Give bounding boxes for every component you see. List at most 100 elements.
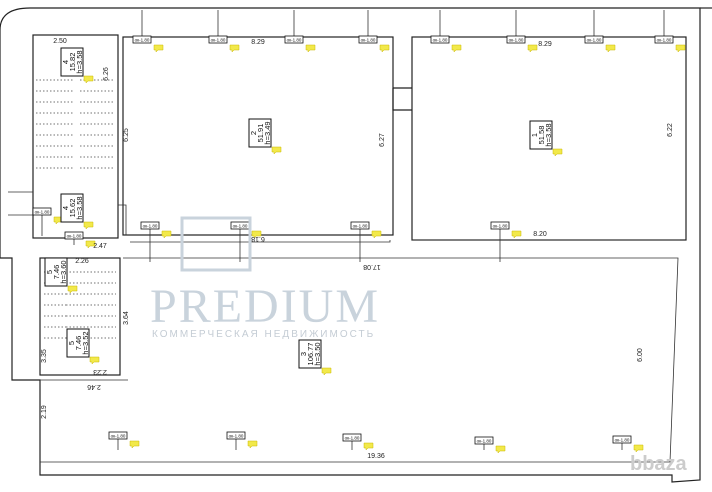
window-marker: ок-1.80 [342,433,374,451]
note-icon[interactable] [495,445,506,454]
window-tag: ок-1.80 [657,38,672,43]
note-icon[interactable] [83,221,94,230]
room-area: 15.62 [68,199,77,218]
window-tag: ок-1.80 [509,38,524,43]
note-icon[interactable] [83,75,94,84]
note-icon[interactable] [251,230,262,239]
room-area: 7.46 [52,265,61,280]
note-icon[interactable] [633,444,644,453]
room-label: 57.46h=3.52 [66,328,100,365]
watermark-brand: PREDIUM [150,280,380,333]
dimension-label: 8.29 [538,41,552,48]
building-outline [0,7,712,483]
note-icon[interactable] [451,44,462,53]
window-tag: ок-1.80 [615,438,630,443]
dimension-label: 6.22 [667,123,674,137]
corridor-walls [40,87,680,463]
note-icon[interactable] [363,442,374,451]
dimension-label: 6.27 [379,133,386,147]
window-marker: ок-1.80 [584,10,616,53]
room-num: 4 [61,60,70,64]
watermark: PREDIUM КОММЕРЧЕСКАЯ НЕДВИЖИМОСТЬ bbaza [150,216,688,475]
window-marker: ок-1.80 [140,221,172,262]
window-marker: ок-1.80 [358,10,390,53]
stairs [36,79,116,339]
note-icon[interactable] [305,44,316,53]
room-num: 5 [45,270,54,274]
room-label: 415.62h=3.58 [60,193,94,230]
note-icon[interactable] [371,230,382,239]
room-label: 251.91h=3.49 [248,118,282,155]
window-tag: ок-1.80 [67,234,82,239]
note-icon[interactable] [67,285,78,294]
dimension-label: 3.64 [123,311,130,325]
note-icon[interactable] [161,230,172,239]
dimension-label: 6.18 [251,235,265,242]
room-area: 15.82 [68,53,77,72]
dimension-label: 2.47 [93,243,107,250]
room-num: 3 [299,352,308,356]
window-tag: ок-1.80 [493,224,508,229]
note-icon[interactable] [511,230,522,239]
window-marker: ок-1.80 [654,10,686,53]
room-label: 415.82h=3.58 [60,47,94,84]
window-tag: ок-1.80 [233,224,248,229]
note-icon[interactable] [321,367,332,376]
room-5-walls [39,257,128,381]
window-marker: ок-1.80 [32,207,64,236]
dimension-label: 2.26 [75,258,89,265]
window-tag: ок-1.80 [287,38,302,43]
dimension-label: 2.23 [93,368,107,375]
room-area: 51.91 [256,124,265,143]
dimension-label: 2.19 [41,405,48,419]
window-marker: ок-1.80 [430,10,462,53]
window-tag: ок-1.80 [587,38,602,43]
room-height: h=3.58 [544,123,553,146]
room-height: h=3.58 [75,50,84,73]
window-tag: ок-1.80 [433,38,448,43]
dimension-label: 8.20 [533,231,547,238]
window-tag: ок-1.80 [211,38,226,43]
dimension-label: 17.08 [363,263,381,270]
note-icon[interactable] [247,440,258,449]
note-icon[interactable] [89,356,100,365]
dimension-label: 19.36 [367,453,385,460]
note-icon[interactable] [271,146,282,155]
room-num: 1 [530,133,539,137]
window-tag: ок-1.80 [143,224,158,229]
window-marker: ок-1.80 [132,10,164,53]
dimension-label: 8.29 [251,39,265,46]
note-icon[interactable] [153,44,164,53]
window-marker: ок-1.80 [284,10,316,53]
window-marker: ок-1.80 [612,435,644,453]
room-label: 57.46h=3.60 [44,257,78,294]
window-marker: ок-1.80 [474,436,506,454]
room-num: 4 [61,206,70,210]
room-height: h=3.49 [263,121,272,144]
dimension-label: 2.50 [53,38,67,45]
note-icon[interactable] [675,44,686,53]
room-height: h=3.60 [59,260,68,283]
window-tag: ок-1.80 [353,224,368,229]
note-icon[interactable] [605,44,616,53]
window-tag: ок-1.80 [111,434,126,439]
window-marker: ок-1.80 [226,431,258,450]
window-marker: ок-1.80 [64,231,96,249]
room-height: h=3.52 [81,331,90,354]
window-tag: ок-1.80 [229,434,244,439]
window-marker: ок-1.80 [108,431,140,450]
note-icon[interactable] [129,440,140,449]
dimension-label: 6.25 [123,128,130,142]
room-num: 5 [67,341,76,345]
note-icon[interactable] [85,240,96,249]
dimension-label: 6.00 [637,348,644,362]
note-icon[interactable] [527,44,538,53]
note-icon[interactable] [379,44,390,53]
note-icon[interactable] [552,148,563,157]
room-label: 151.58h=3.58 [529,120,563,157]
room-area: 51.58 [537,126,546,145]
note-icon[interactable] [229,44,240,53]
